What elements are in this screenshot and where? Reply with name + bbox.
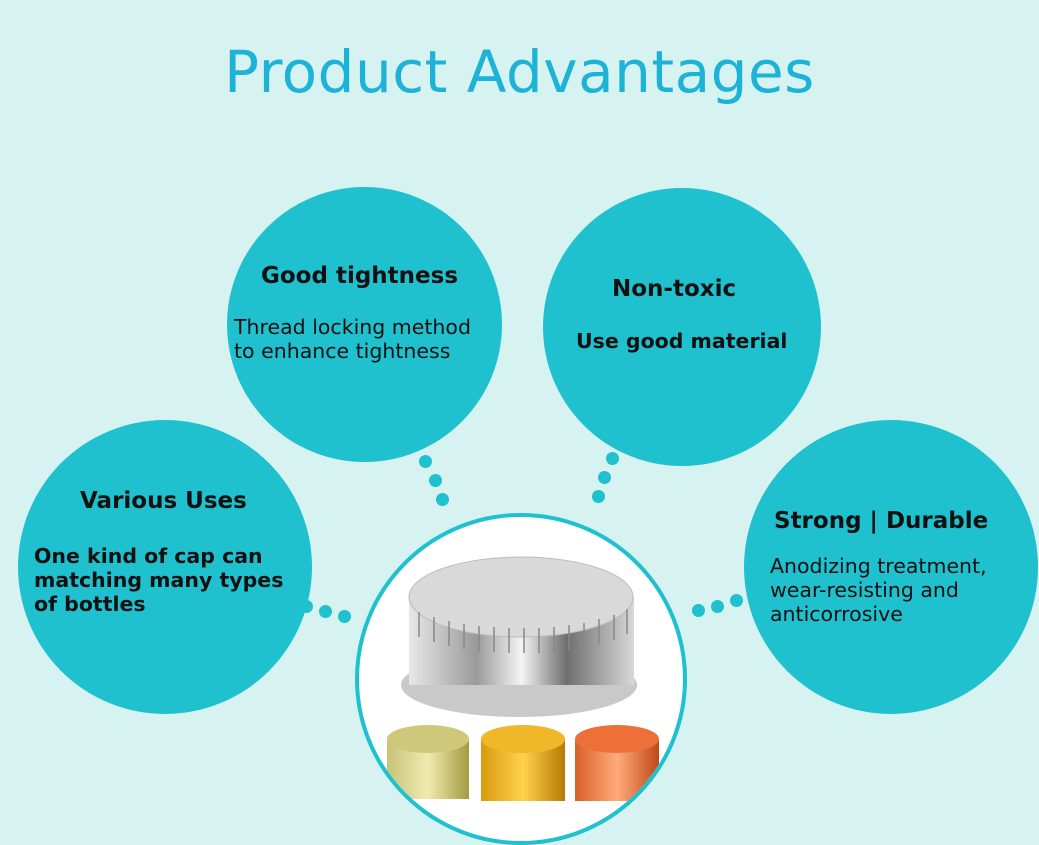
connector-dot	[429, 474, 442, 487]
connector-dot	[692, 604, 705, 617]
connector-dot	[730, 594, 743, 607]
feature-heading: Strong | Durable	[774, 508, 989, 534]
feature-line: Use good material	[576, 329, 788, 353]
feature-line: to enhance tightness	[234, 339, 451, 363]
connector-dot	[592, 490, 605, 503]
feature-text: Anodizing treatment, wear-resisting and …	[770, 554, 987, 626]
feature-text: Use good material	[576, 329, 787, 353]
feature-good-tightness: Good tightness Thread locking method to …	[227, 187, 502, 462]
bottle-caps-image	[387, 556, 659, 801]
feature-line: One kind of cap can	[34, 544, 263, 568]
feature-text: Thread locking method to enhance tightne…	[234, 315, 471, 363]
feature-various-uses: Various Uses One kind of cap can matchin…	[18, 420, 312, 714]
feature-line: wear-resisting and	[770, 578, 959, 602]
product-image-circle	[355, 513, 687, 845]
feature-line: Anodizing treatment,	[770, 554, 987, 578]
feature-heading: Good tightness	[261, 263, 459, 289]
connector-dot	[319, 605, 332, 618]
connector-dot	[598, 471, 611, 484]
connector-dot	[419, 455, 432, 468]
connector-dot	[711, 600, 724, 613]
connector-dot	[606, 452, 619, 465]
connector-dot	[338, 610, 351, 623]
copper-cap	[575, 725, 659, 801]
silver-cap	[401, 556, 637, 717]
gold-cap	[387, 725, 469, 799]
feature-line: matching many types	[34, 568, 284, 592]
feature-line: anticorrosive	[770, 602, 903, 626]
connector-dot	[436, 493, 449, 506]
page-title: Product Advantages	[224, 38, 815, 106]
feature-line: of bottles	[34, 592, 146, 616]
feature-text: One kind of cap can matching many types …	[34, 544, 283, 616]
feature-non-toxic: Non-toxic Use good material	[543, 188, 821, 466]
feature-heading: Various Uses	[80, 488, 247, 514]
feature-heading: Non-toxic	[612, 276, 737, 302]
yellow-gold-cap	[481, 725, 565, 801]
feature-line: Thread locking method	[234, 315, 471, 339]
connector-dot	[300, 600, 313, 613]
feature-strong-durable: Strong | Durable Anodizing treatment, we…	[744, 420, 1038, 714]
